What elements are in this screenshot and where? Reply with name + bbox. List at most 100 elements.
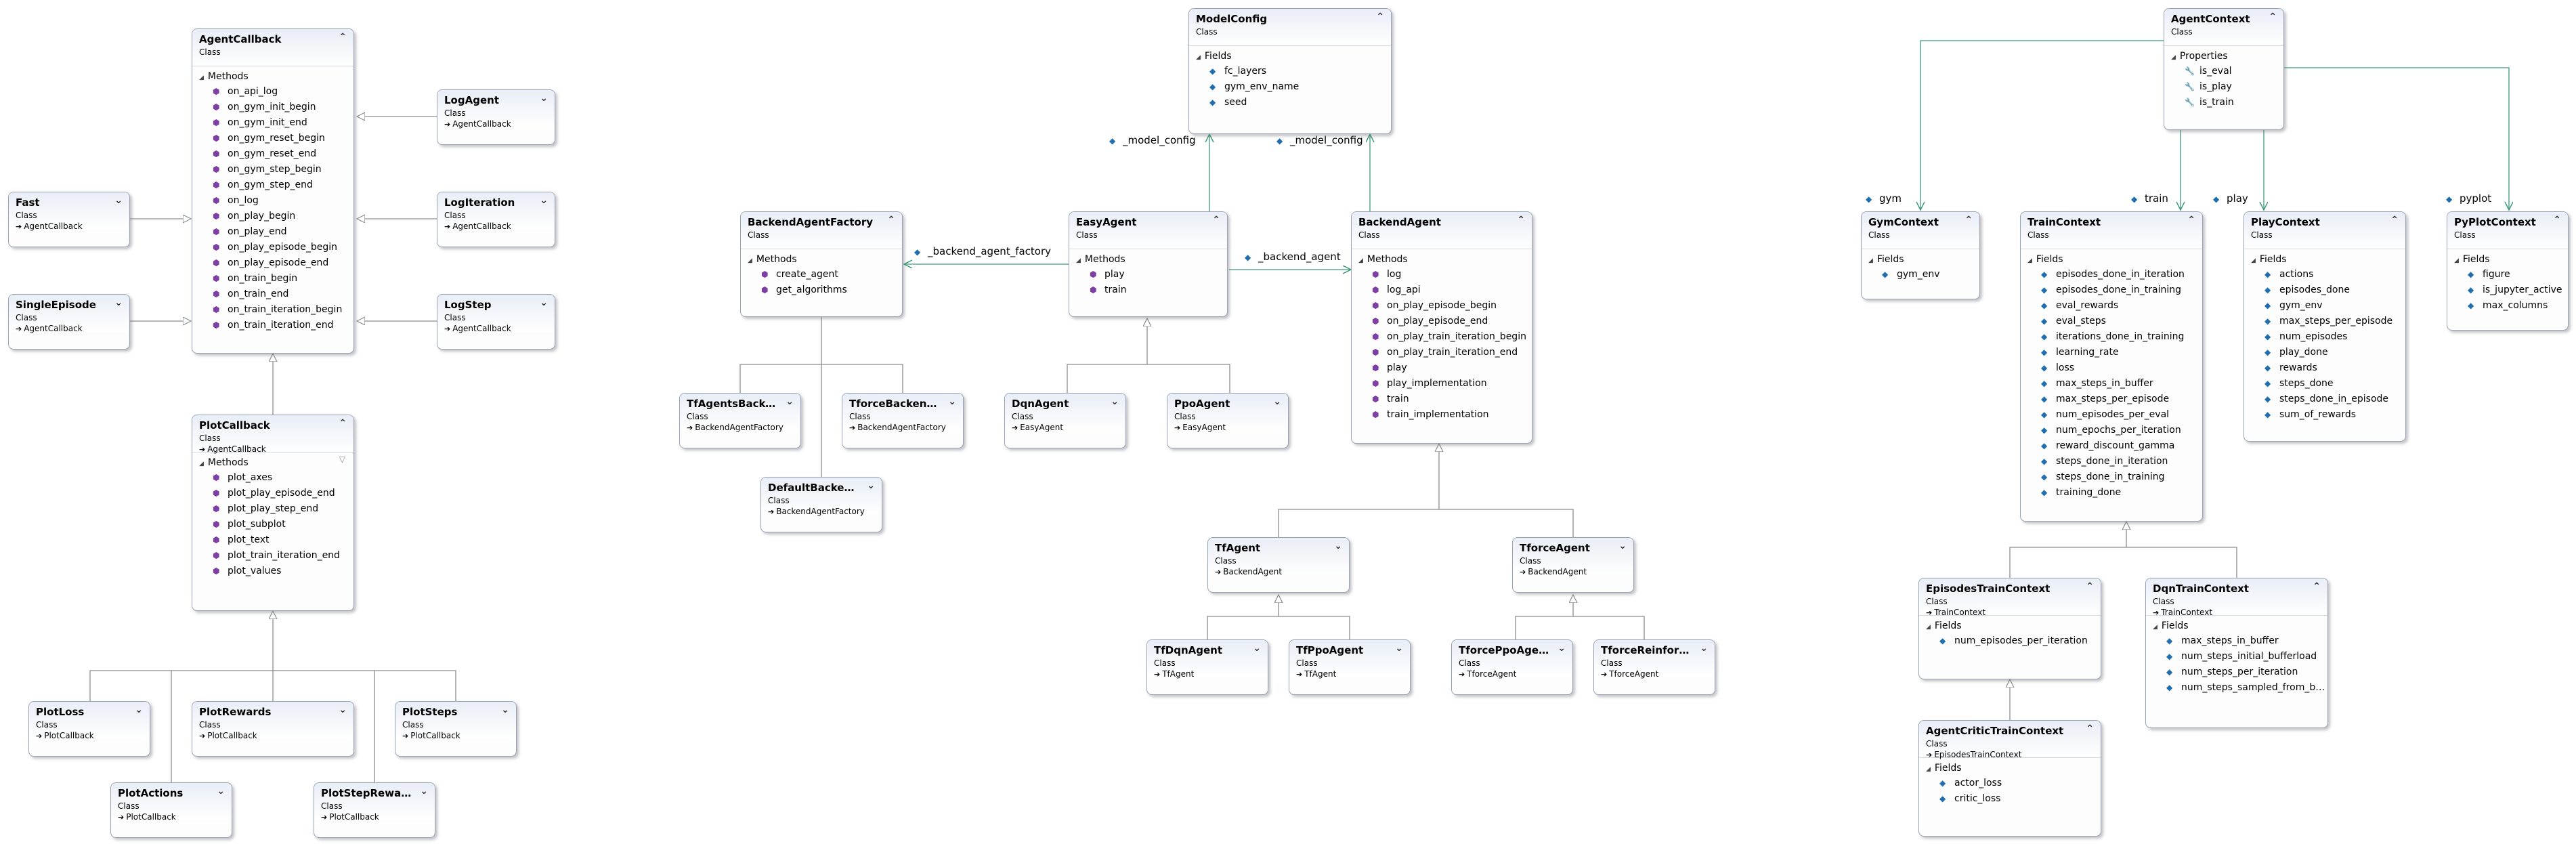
- member-item[interactable]: ◆figure: [2447, 267, 2568, 282]
- expand-chevron-icon[interactable]: ⌄: [1558, 643, 1566, 654]
- member-item[interactable]: ◆max_steps_per_episode: [2244, 314, 2405, 329]
- member-item[interactable]: ⬢on_gym_init_end: [192, 115, 353, 131]
- member-item[interactable]: ⬢on_api_log: [192, 84, 353, 100]
- member-item[interactable]: 🔧is_train: [2164, 95, 2283, 110]
- expand-chevron-icon[interactable]: ⌄: [540, 297, 548, 308]
- expand-chevron-icon[interactable]: ⌄: [114, 195, 123, 206]
- member-item[interactable]: ◆loss: [2021, 360, 2202, 376]
- member-item[interactable]: ◆is_jupyter_active: [2447, 282, 2568, 298]
- member-item[interactable]: ⬢on_play_episode_begin: [192, 240, 353, 255]
- member-item[interactable]: ◆reward_discount_gamma: [2021, 438, 2202, 454]
- member-item[interactable]: ◆actions: [2244, 267, 2405, 282]
- section-header[interactable]: ◢Methods: [192, 69, 353, 84]
- expand-chevron-icon[interactable]: ⌄: [135, 704, 143, 715]
- expand-chevron-icon[interactable]: ⌄: [786, 396, 794, 407]
- class-box-tfagentsbackend[interactable]: TfAgentsBacken…Class➔BackendAgentFactory…: [679, 393, 801, 448]
- class-box-tforcereinforce[interactable]: TforceReinforce…Class➔TforceAgent⌄: [1593, 639, 1715, 695]
- member-item[interactable]: ⬢plot_subplot: [192, 517, 353, 532]
- member-item[interactable]: ⬢on_play_begin: [192, 209, 353, 224]
- member-item[interactable]: ◆critic_loss: [1919, 791, 2101, 807]
- collapse-chevron-icon[interactable]: ⌃: [2313, 581, 2321, 592]
- expand-chevron-icon[interactable]: ⌄: [1334, 541, 1342, 551]
- section-header[interactable]: ◢Fields: [2447, 252, 2568, 267]
- expand-chevron-icon[interactable]: ⌄: [948, 396, 956, 407]
- expand-chevron-icon[interactable]: ⌄: [867, 480, 875, 491]
- expand-chevron-icon[interactable]: ⌄: [114, 297, 123, 308]
- member-item[interactable]: ⬢on_gym_reset_begin: [192, 131, 353, 146]
- collapse-chevron-icon[interactable]: ⌃: [2187, 215, 2195, 226]
- member-item[interactable]: ◆iterations_done_in_training: [2021, 329, 2202, 345]
- section-header[interactable]: ◢Fields: [2244, 252, 2405, 267]
- member-item[interactable]: ⬢on_play_end: [192, 224, 353, 240]
- collapse-chevron-icon[interactable]: ⌃: [339, 32, 347, 43]
- expand-chevron-icon[interactable]: ⌄: [1700, 643, 1708, 654]
- member-item[interactable]: ◆num_episodes_per_iteration: [1919, 633, 2101, 649]
- member-item[interactable]: ◆play_done: [2244, 345, 2405, 360]
- expand-chevron-icon[interactable]: ⌄: [501, 704, 509, 715]
- member-item[interactable]: ◆num_steps_sampled_from_b…: [2146, 680, 2327, 696]
- class-box-defaultbackend[interactable]: DefaultBackend…Class➔BackendAgentFactory…: [760, 477, 882, 532]
- expand-chevron-icon[interactable]: ⌄: [1253, 643, 1261, 654]
- expand-chevron-icon[interactable]: ⌄: [1273, 396, 1281, 407]
- expand-chevron-icon[interactable]: ⌄: [1395, 643, 1403, 654]
- section-header[interactable]: ◢Fields: [2021, 252, 2202, 267]
- member-item[interactable]: ⬢on_train_iteration_end: [192, 318, 353, 333]
- member-item[interactable]: ⬢on_play_train_iteration_begin: [1352, 329, 1532, 345]
- collapse-chevron-icon[interactable]: ⌃: [2086, 723, 2094, 734]
- member-item[interactable]: ⬢play_implementation: [1352, 376, 1532, 392]
- expand-chevron-icon[interactable]: ⌄: [1618, 541, 1627, 551]
- collapse-chevron-icon[interactable]: ⌃: [2390, 215, 2399, 226]
- member-item[interactable]: ◆num_episodes: [2244, 329, 2405, 345]
- member-item[interactable]: ⬢on_train_iteration_begin: [192, 302, 353, 318]
- member-item[interactable]: ◆gym_env_name: [1189, 79, 1391, 95]
- member-item[interactable]: ◆eval_steps: [2021, 314, 2202, 329]
- section-header[interactable]: ◢Methods: [192, 455, 353, 470]
- member-item[interactable]: ⬢plot_values: [192, 564, 353, 579]
- member-item[interactable]: ⬢on_log: [192, 193, 353, 209]
- section-header[interactable]: ◢Fields: [2146, 618, 2327, 633]
- member-item[interactable]: ⬢on_train_end: [192, 287, 353, 302]
- member-item[interactable]: 🔧is_play: [2164, 79, 2283, 95]
- expand-chevron-icon[interactable]: ⌄: [540, 93, 548, 104]
- collapse-chevron-icon[interactable]: ⌃: [1212, 215, 1220, 226]
- member-item[interactable]: ⬢on_gym_step_begin: [192, 162, 353, 177]
- member-item[interactable]: ⬢plot_play_episode_end: [192, 486, 353, 501]
- member-item[interactable]: ⬢on_play_episode_end: [192, 255, 353, 271]
- member-item[interactable]: ⬢plot_text: [192, 532, 353, 548]
- collapse-chevron-icon[interactable]: ⌃: [1965, 215, 1973, 226]
- collapse-chevron-icon[interactable]: ⌃: [2086, 581, 2094, 592]
- section-header[interactable]: ◢Methods: [1069, 252, 1227, 267]
- member-item[interactable]: ⬢on_gym_init_begin: [192, 100, 353, 115]
- section-header[interactable]: ◢Fields: [1919, 761, 2101, 776]
- member-item[interactable]: ◆gym_env: [1862, 267, 1979, 282]
- member-item[interactable]: ◆actor_loss: [1919, 776, 2101, 791]
- section-header[interactable]: ◢Methods: [1352, 252, 1532, 267]
- section-header[interactable]: ◢Fields: [1189, 49, 1391, 64]
- collapse-chevron-icon[interactable]: ⌃: [339, 418, 347, 429]
- member-item[interactable]: ⬢train: [1069, 282, 1227, 298]
- member-item[interactable]: ⬢train_implementation: [1352, 407, 1532, 423]
- section-header[interactable]: ◢Properties: [2164, 49, 2283, 64]
